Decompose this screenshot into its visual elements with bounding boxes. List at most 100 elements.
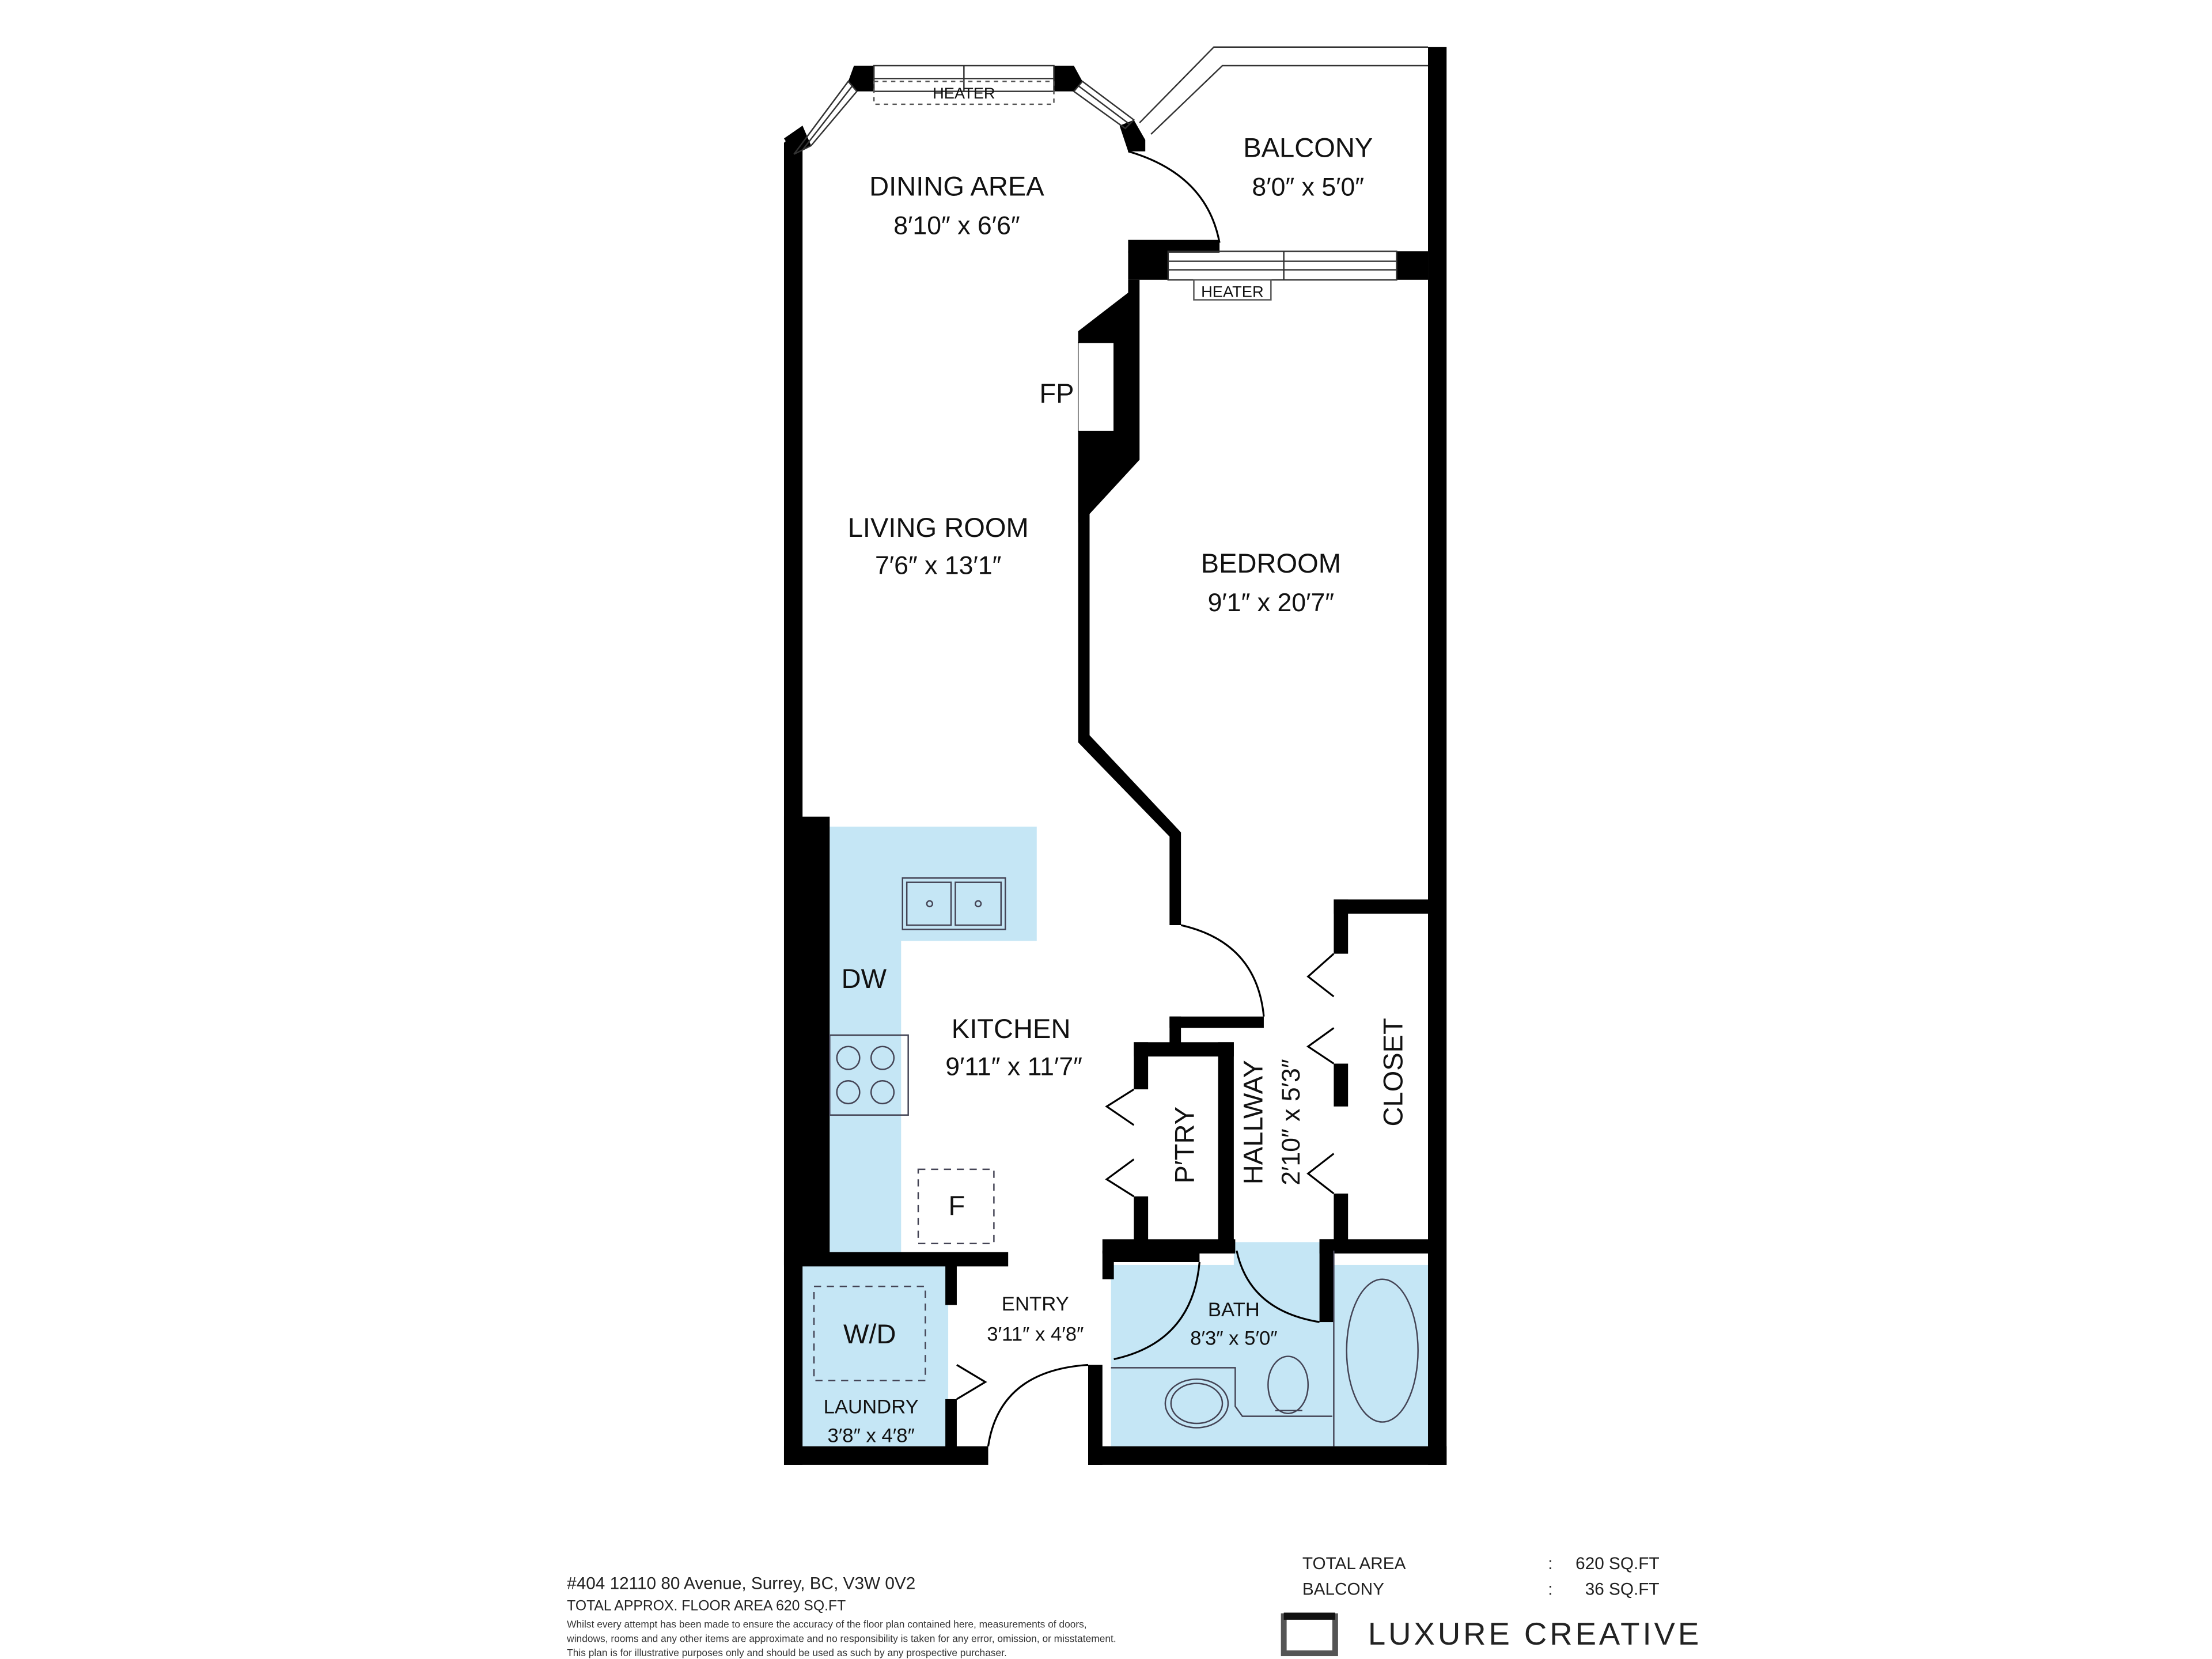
pantry-top-wall [1134, 1042, 1234, 1057]
bay-window-left [793, 80, 858, 155]
brand-square-icon [1281, 1613, 1338, 1657]
room-entry-name: ENTRY [1002, 1293, 1069, 1315]
bottom-wall-left [783, 1446, 988, 1465]
closet-left-wall-top [1334, 899, 1349, 954]
area-balcony-value: 36 SQ.FT [1585, 1580, 1660, 1599]
fixtures [813, 877, 1419, 1446]
bath-left-wall-2 [1102, 1251, 1114, 1279]
closet-left-wall-mid [1334, 1063, 1349, 1107]
room-kitchen-name: KITCHEN [952, 1013, 1071, 1044]
room-balcony-name: BALCONY [1243, 132, 1373, 163]
bay-wall-top-left [848, 66, 874, 92]
laundry-right-wall-top [945, 1264, 957, 1305]
room-kitchen-dims: 9′11″ x 11′7″ [945, 1052, 1082, 1081]
balcony-door-swing [1127, 150, 1221, 243]
fridge [917, 1168, 995, 1244]
footer-disclaimer-2: windows, rooms and any other items are a… [566, 1633, 1116, 1644]
footer-disclaimer-3: This plan is for illustrative purposes o… [567, 1647, 1007, 1658]
kitchen-sink [902, 877, 1006, 930]
heater-bedroom-label: HEATER [1201, 283, 1264, 301]
balcony-railing [1139, 46, 1429, 124]
closet-bottom-wall [1319, 1239, 1434, 1254]
sink-basin [1164, 1378, 1229, 1429]
area-balcony-label: BALCONY [1302, 1580, 1384, 1599]
closet-bifold-1 [1306, 953, 1335, 998]
pantry-right-wall [1218, 1042, 1234, 1243]
laundry-right-wall-bottom [945, 1399, 957, 1457]
washer-dryer [813, 1285, 926, 1381]
pantry-left-wall-top [1134, 1042, 1149, 1090]
vanity [1111, 1367, 1332, 1417]
pantry-bifold-top [1105, 1088, 1135, 1126]
bedroom-top-wall-left [1128, 251, 1168, 280]
windows [793, 46, 1429, 281]
bathtub [1346, 1278, 1419, 1423]
room-laundry-dims: 3′8″ x 4′8″ [828, 1425, 915, 1446]
kitchen-counter [830, 827, 1037, 1252]
fireplace-label: FP [1039, 378, 1074, 408]
dining-balcony-wall [1128, 240, 1220, 253]
heater-bedroom-box [1193, 279, 1272, 301]
area-total-value: 620 SQ.FT [1575, 1554, 1659, 1573]
heater-dining-label: HEATER [933, 84, 995, 102]
entry-door-swing [987, 1363, 1089, 1446]
footer-disclaimer-1: Whilst every attempt has been made to en… [567, 1618, 1086, 1630]
room-bedroom-dims: 9′1″ x 20′7″ [1208, 589, 1334, 617]
bedroom-window [1167, 250, 1397, 281]
kitchen-back-wall [783, 816, 830, 1265]
bath-divider-wall [1319, 1239, 1334, 1323]
wet-area-fills [801, 827, 1429, 1446]
stove [829, 1034, 909, 1116]
toilet [1267, 1355, 1309, 1414]
pantry-left-wall-bottom [1134, 1196, 1149, 1243]
room-dining-dims: 8′10″ x 6′6″ [893, 211, 1020, 240]
brand-logo: LUXURE CREATIVE [1281, 1612, 1702, 1657]
room-hallway-dims: 2′10″ x 5′3″ [1277, 1059, 1305, 1185]
area-summary: TOTAL AREA : 620 SQ.FT BALCONY : 36 SQ.F… [1302, 1554, 1660, 1599]
area-balcony-sep: : [1548, 1580, 1552, 1599]
heater-dining-box [873, 81, 1055, 105]
right-exterior-wall [1428, 47, 1447, 1465]
room-pantry-name: P′TRY [1169, 1107, 1199, 1184]
room-bedroom-name: BEDROOM [1201, 548, 1341, 578]
hallway-stub-wall [1169, 1016, 1264, 1028]
bedroom-top-wall-right [1396, 251, 1429, 280]
living-bedroom-partition [1078, 428, 1181, 926]
area-total-sep: : [1548, 1554, 1552, 1573]
closet-top-wall [1334, 899, 1433, 914]
room-bath-name: BATH [1208, 1299, 1260, 1321]
hall-bath-door-swing [1236, 1250, 1320, 1323]
room-living-name: LIVING ROOM [848, 512, 1029, 543]
walls [783, 47, 1447, 1465]
bay-wall-right-corner [1119, 120, 1146, 151]
bottom-wall-right [1088, 1446, 1447, 1465]
bath-door-swing [1113, 1262, 1200, 1361]
hallway-stub-post [1169, 1016, 1181, 1048]
area-total-label: TOTAL AREA [1302, 1554, 1406, 1573]
dishwasher-label: DW [842, 963, 887, 994]
laundry-area [801, 1264, 949, 1446]
room-laundry-name: LAUNDRY [824, 1396, 919, 1418]
kitchen-entry-wall [783, 1252, 1009, 1267]
bedroom-door-swing [1180, 924, 1265, 1017]
bay-wall-top-right [1054, 66, 1083, 92]
room-balcony-dims: 8′0″ x 5′0″ [1252, 173, 1364, 202]
washer-dryer-label: W/D [843, 1319, 896, 1349]
closet-bifold-2 [1306, 1027, 1335, 1065]
fireplace-partition [1078, 279, 1140, 514]
closet-bifold-3 [1306, 1153, 1335, 1195]
room-entry-dims: 3′11″ x 4′8″ [987, 1323, 1084, 1345]
footer: #404 12110 80 Avenue, Surrey, BC, V3W 0V… [566, 1574, 1116, 1658]
footer-address: #404 12110 80 Avenue, Surrey, BC, V3W 0V… [567, 1574, 915, 1593]
hall-bath-threshold [1233, 1242, 1334, 1268]
room-closet-name: CLOSET [1377, 1018, 1408, 1126]
fridge-label: F [949, 1190, 965, 1221]
fireplace-opening [1078, 342, 1115, 432]
room-hallway-name: HALLWAY [1237, 1060, 1268, 1184]
entry-right-jamb [1088, 1368, 1100, 1465]
bay-window-right [1073, 80, 1135, 130]
brand-name: LUXURE CREATIVE [1368, 1616, 1702, 1652]
room-living-dims: 7′6″ x 13′1″ [875, 551, 1001, 579]
footer-floor-area: TOTAL APPROX. FLOOR AREA 620 SQ.FT [567, 1599, 846, 1614]
